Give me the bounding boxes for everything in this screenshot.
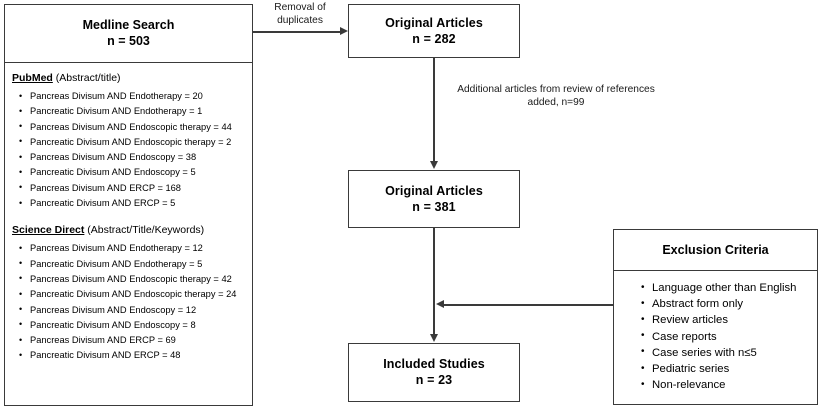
- list-item: Non-relevance: [641, 377, 813, 393]
- medline-search-count: n = 503: [107, 34, 150, 48]
- list-item: Pancreas Divisum AND Endotherapy = 20: [19, 88, 246, 104]
- connector-search-to-original: [253, 31, 341, 33]
- pubmed-source-name: PubMed: [12, 72, 53, 84]
- list-item: Pancreatic Divisum AND ERCP = 48: [19, 348, 246, 364]
- arrowhead-down-icon: [429, 334, 438, 342]
- arrowhead-left-icon: [436, 300, 444, 308]
- list-item: Pancreas Divisum AND Endoscopic therapy …: [19, 271, 246, 287]
- list-item: Abstract form only: [641, 296, 813, 312]
- source-block-science-direct: Science Direct (Abstract/Title/Keywords)…: [12, 224, 246, 363]
- exclusion-criteria-list: Language other than English Abstract for…: [614, 279, 813, 393]
- list-item: Language other than English: [641, 279, 813, 296]
- edge-label-additional-articles: Additional articles from review of refer…: [457, 84, 655, 108]
- list-item: Pancreas Divisum AND Endoscopy = 12: [19, 302, 246, 318]
- medline-search-panel: Medline Search n = 503 PubMed (Abstract/…: [4, 4, 253, 406]
- list-item: Case reports: [641, 328, 813, 345]
- list-item: Pancreatic Divisum AND Endoscopy = 5: [19, 165, 246, 181]
- science-direct-source-scope: (Abstract/Title/Keywords): [84, 224, 205, 237]
- science-direct-source-name: Science Direct: [12, 224, 85, 237]
- pubmed-query-list: Pancreas Divisum AND Endotherapy = 20 Pa…: [12, 88, 246, 212]
- node-title: Original Articles: [385, 15, 483, 30]
- connector-282-to-381: [433, 58, 435, 162]
- edge-label-removal-of-duplicates: Removal of duplicates: [274, 2, 326, 26]
- connector-exclusion-to-flow: [444, 304, 613, 306]
- node-original-articles-381: Original Articles n = 381: [348, 170, 520, 228]
- medline-search-title: Medline Search: [82, 18, 175, 32]
- node-original-articles-282: Original Articles n = 282: [348, 4, 520, 58]
- node-count: n = 282: [412, 31, 456, 46]
- list-item: Pancreatic Divisum AND Endotherapy = 5: [19, 256, 246, 272]
- node-title: Original Articles: [385, 183, 483, 198]
- list-item: Review articles: [641, 312, 813, 328]
- list-item: Pancreas Divisum AND Endoscopy = 38: [19, 150, 246, 166]
- exclusion-criteria-body: Language other than English Abstract for…: [614, 271, 817, 404]
- connector-381-to-included: [433, 228, 435, 335]
- list-item: Pancreas Divisum AND ERCP = 69: [19, 333, 246, 349]
- list-item: Pancreatic Divisum AND Endoscopic therap…: [19, 134, 246, 150]
- search-sources-body: PubMed (Abstract/title) Pancreas Divisum…: [5, 63, 252, 405]
- list-item: Pancreatic Divisum AND Endoscopy = 8: [19, 317, 246, 333]
- medline-search-header: Medline Search n = 503: [5, 5, 252, 63]
- science-direct-query-list: Pancreas Divisum AND Endotherapy = 12 Pa…: [12, 241, 246, 364]
- arrowhead-right-icon: [340, 27, 348, 35]
- list-item: Pancreas Divisum AND ERCP = 168: [19, 180, 246, 196]
- node-included-studies: Included Studies n = 23: [348, 343, 520, 402]
- list-item: Pancreatic Divisum AND Endoscopic therap…: [19, 287, 246, 303]
- pubmed-heading: PubMed (Abstract/title): [12, 72, 246, 85]
- node-count: n = 381: [412, 199, 456, 214]
- node-count: n = 23: [415, 373, 453, 387]
- arrowhead-down-icon: [429, 161, 438, 169]
- source-block-pubmed: PubMed (Abstract/title) Pancreas Divisum…: [12, 72, 246, 211]
- list-item: Pancreas Divisum AND Endotherapy = 12: [19, 241, 246, 257]
- list-item: Pancreatic Divisum AND Endotherapy = 1: [19, 104, 246, 120]
- list-item: Pancreas Divisum AND Endoscopic therapy …: [19, 119, 246, 135]
- exclusion-criteria-box: Exclusion Criteria Language other than E…: [613, 229, 818, 405]
- pubmed-source-scope: (Abstract/title): [52, 72, 121, 84]
- list-item: Pediatric series: [641, 361, 813, 377]
- list-item: Case series with n≤5: [641, 344, 813, 361]
- exclusion-criteria-title: Exclusion Criteria: [614, 230, 817, 271]
- science-direct-heading: Science Direct (Abstract/Title/Keywords): [12, 224, 246, 237]
- list-item: Pancreatic Divisum AND ERCP = 5: [19, 196, 246, 212]
- node-title: Included Studies: [383, 357, 485, 371]
